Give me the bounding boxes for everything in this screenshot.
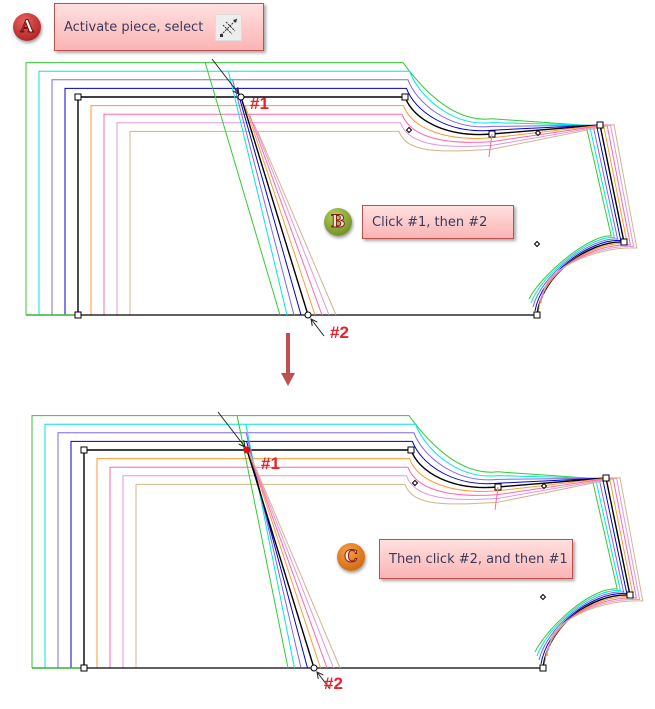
grade-line-1 <box>44 423 622 668</box>
slash-line-6 <box>248 114 323 316</box>
slash-line-7 <box>248 451 334 669</box>
point-1-label-bottom: #1 <box>261 454 280 473</box>
step-c-text: Then click #2, and then #1 <box>389 551 568 567</box>
slash-line-0 <box>236 414 289 669</box>
grade-line-7 <box>116 122 635 315</box>
notch-point[interactable] <box>405 126 413 134</box>
slash-line-8 <box>257 131 337 316</box>
control-point[interactable] <box>74 311 82 319</box>
point-2-label-bottom: #2 <box>324 674 343 693</box>
slash-line-2 <box>232 79 295 316</box>
flow-arrow-head <box>281 373 295 386</box>
slash-line-0 <box>204 61 281 316</box>
step-b-text: Click #1, then #2 <box>372 214 488 230</box>
point-2-label-top: #2 <box>330 323 349 342</box>
notch-point[interactable] <box>539 593 547 601</box>
slash-line-7 <box>253 122 330 316</box>
step-c-badge: C <box>337 543 365 571</box>
slash-line-6 <box>248 451 328 669</box>
grade-line-0 <box>31 415 618 668</box>
grade-line-1 <box>38 70 616 315</box>
control-point[interactable] <box>539 664 547 672</box>
slash-line-4 <box>246 449 315 669</box>
pointer-arrow-2-head <box>310 318 318 326</box>
slash-line-8 <box>248 451 341 669</box>
control-point[interactable] <box>74 93 82 101</box>
notch-point[interactable] <box>533 240 541 248</box>
pointer-arrow-1 <box>211 58 240 95</box>
grade-line-2 <box>57 432 625 668</box>
slash-line-4 <box>240 96 309 316</box>
pointer-arrow-2-head <box>316 671 324 679</box>
pattern-piece-after[interactable] <box>31 411 644 690</box>
step-b-badge: B <box>324 208 352 236</box>
point-2-marker[interactable] <box>310 664 318 672</box>
control-point[interactable] <box>596 121 604 129</box>
slash-line-1 <box>227 71 288 316</box>
notch-point[interactable] <box>540 482 548 490</box>
step-b-callout: Click #1, then #2 <box>362 205 514 239</box>
control-point[interactable] <box>626 591 634 599</box>
step-a-badge: A <box>13 13 41 41</box>
control-point[interactable] <box>80 446 88 454</box>
pointer-arrow-1-head <box>238 440 246 448</box>
grade-line-0 <box>25 62 612 315</box>
control-point[interactable] <box>407 446 415 454</box>
point-1-label-top: #1 <box>250 94 269 113</box>
pointer-arrow-2 <box>316 671 331 690</box>
slash-cut-tool-icon[interactable] <box>215 14 242 41</box>
grade-line-5 <box>90 105 628 315</box>
point-1-marker[interactable] <box>237 93 245 101</box>
step-c-callout: Then click #2, and then #1 <box>379 539 573 579</box>
step-a-text: Activate piece, select <box>64 19 204 35</box>
control-point[interactable] <box>80 664 88 672</box>
pointer-arrow-1-head <box>232 87 240 95</box>
grade-line-6 <box>109 466 638 668</box>
control-point[interactable] <box>602 474 610 482</box>
grade-line-6 <box>103 113 632 315</box>
notch-point[interactable] <box>534 129 542 137</box>
pointer-arrow-2 <box>310 318 325 337</box>
grade-line-7 <box>122 475 641 668</box>
step-a-callout: Activate piece, select <box>54 3 264 51</box>
notch-point[interactable] <box>411 479 419 487</box>
slash-line-5 <box>248 451 321 669</box>
grade-line-8 <box>135 477 644 668</box>
pointer-arrow-1 <box>217 411 246 448</box>
slash-line-3 <box>246 441 308 669</box>
control-point[interactable] <box>401 93 409 101</box>
shoulder-notch <box>488 133 493 158</box>
control-point[interactable] <box>620 238 628 246</box>
control-point[interactable] <box>533 311 541 319</box>
grade-line-2 <box>51 79 619 315</box>
pattern-piece-before[interactable] <box>25 58 638 337</box>
point-1-marker[interactable] <box>243 446 251 454</box>
slash-line-3 <box>236 88 302 316</box>
grade-line-4 <box>77 96 625 316</box>
shoulder-notch <box>494 486 499 511</box>
slash-line-5 <box>244 105 316 316</box>
grade-line-8 <box>129 124 638 315</box>
point-2-marker[interactable] <box>304 311 312 319</box>
